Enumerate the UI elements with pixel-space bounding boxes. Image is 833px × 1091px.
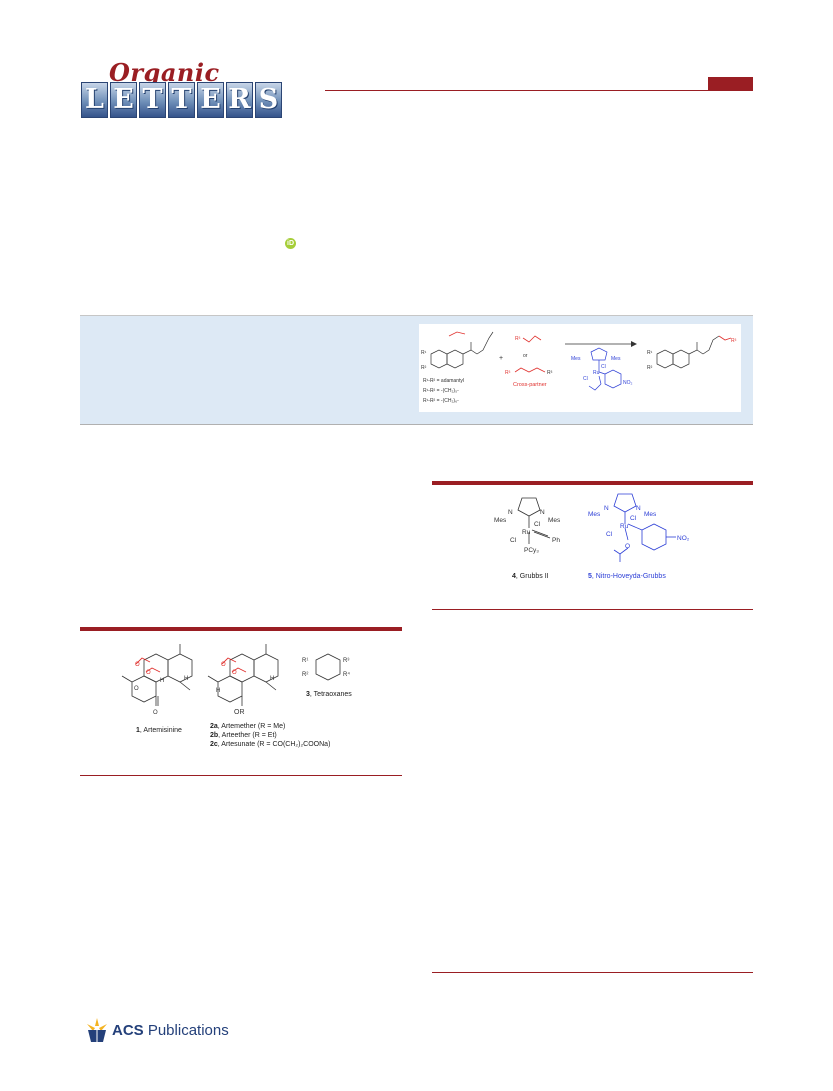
acs-publications-logo[interactable]: ACS Publications xyxy=(84,1016,229,1046)
figure2-rule-bottom xyxy=(432,609,753,610)
orcid-icon[interactable]: iD xyxy=(285,238,296,249)
toc-or-label: or xyxy=(523,353,528,359)
fig2-no2-label: NO₂ xyxy=(677,535,690,542)
figure2-structures: N N Mes Mes Cl Ru Cl Ph PCy₃ 4, Grubbs I… xyxy=(432,490,753,602)
toc-r3-label: R³ xyxy=(515,336,521,342)
abstract-rule-bottom xyxy=(80,424,753,425)
compound1-caption: 1, Artemisinine xyxy=(136,727,182,734)
logo-tile: E xyxy=(110,82,137,118)
journal-masthead: Organic L E T T E R S xyxy=(81,58,331,124)
fig1-oxygen-label: O xyxy=(134,686,139,692)
fig2-mes-label: Mes xyxy=(548,517,561,524)
fig2-n-label: N xyxy=(508,509,513,516)
toc-r2-label: R² xyxy=(421,365,427,371)
logo-tile: E xyxy=(197,82,224,118)
logo-tile: L xyxy=(81,82,108,118)
toc-cl-label: Cl xyxy=(601,364,606,370)
fig2-pcy3-label: PCy₃ xyxy=(524,547,539,554)
abstract-rule-top xyxy=(80,315,753,316)
toc-r3-label: R³ xyxy=(547,370,553,376)
toc-mes-label: Mes xyxy=(571,356,581,362)
acs-emblem-icon xyxy=(87,1018,107,1042)
figure1-structures: O O H H O O 1, Artemisinine O O H H OR 2… xyxy=(80,640,402,765)
toc-scheme: R¹ R² R¹-R² = adamantyl R¹-R² = -(CH₂)₅-… xyxy=(421,331,737,404)
toc-ru-label: Ru xyxy=(593,370,600,376)
fig1-h-label: H xyxy=(270,676,274,682)
toc-r3-label: R³ xyxy=(731,338,737,344)
fig2-cl-label: Cl xyxy=(630,515,637,522)
catalyst5-caption: 5, Nitro-Hoveyda-Grubbs xyxy=(588,573,666,580)
fig2-n-label: N xyxy=(604,505,609,512)
toc-plus-sign: + xyxy=(499,355,503,362)
toc-r2-label: R² xyxy=(647,365,653,371)
fig2-mes-label: Mes xyxy=(494,517,507,524)
fig1-oxygen-label: O xyxy=(153,710,158,716)
fig1-h-label: H xyxy=(216,688,220,694)
fig2-ph-label: Ph xyxy=(552,537,560,544)
fig2-ru-label: Ru xyxy=(620,523,629,530)
fig1-oxygen-label: O xyxy=(146,670,151,676)
toc-no2-label: NO₂ xyxy=(623,380,633,386)
fig1-or-group: OR xyxy=(234,709,245,716)
journal-logo-tiles: L E T T E R S xyxy=(81,82,282,118)
acs-logo-wordmark: ACS Publications xyxy=(112,1022,229,1039)
logo-tile: S xyxy=(255,82,282,118)
logo-tile: T xyxy=(168,82,195,118)
fig1-r4-label: R⁴ xyxy=(343,671,350,678)
figure2-svg: N N Mes Mes Cl Ru Cl Ph PCy₃ 4, Grubbs I… xyxy=(494,493,690,580)
fig1-h-label: H xyxy=(160,678,164,684)
compound3-caption: 3, Tetraoxanes xyxy=(306,691,352,698)
toc-mes-label: Mes xyxy=(611,356,621,362)
toc-cl-label: Cl xyxy=(583,376,588,382)
fig2-n-label: N xyxy=(540,509,545,516)
compound2b-caption: 2b, Arteether (R = Et) xyxy=(210,732,277,739)
fig2-cl-label: Cl xyxy=(534,521,541,528)
figure2-rule-top xyxy=(432,481,753,485)
figure1-svg: O O H H O O 1, Artemisinine O O H H OR 2… xyxy=(121,644,352,748)
fig2-cl-label: Cl xyxy=(606,531,613,538)
fig2-n-label: N xyxy=(636,505,641,512)
fig2-o-label: O xyxy=(625,543,630,550)
fig1-oxygen-label: O xyxy=(232,670,237,676)
toc-cross-partner-label: Cross-partner xyxy=(513,382,547,388)
fig1-r2-label: R² xyxy=(302,672,308,678)
fig1-r1-label: R¹ xyxy=(302,658,308,664)
fig1-oxygen-label: O xyxy=(221,662,226,668)
fig2-ru-label: Ru xyxy=(522,529,531,536)
article-type-badge xyxy=(708,77,753,91)
figure1-rule-bottom xyxy=(80,775,402,776)
column-end-rule xyxy=(432,972,753,973)
catalyst4-caption: 4, Grubbs II xyxy=(512,573,549,580)
toc-graphic: R¹ R² R¹-R² = adamantyl R¹-R² = -(CH₂)₅-… xyxy=(419,324,741,412)
toc-substituent-line: R¹-R² = adamantyl xyxy=(423,378,464,384)
toc-substituent-line: R¹-R² = -(CH₂)₅- xyxy=(423,388,459,394)
figure1-rule-top xyxy=(80,627,402,631)
fig2-mes-label: Mes xyxy=(588,511,601,518)
toc-r1-label: R¹ xyxy=(421,350,427,356)
toc-r1-label: R¹ xyxy=(647,350,653,356)
fig1-r3-label: R³ xyxy=(343,658,349,664)
logo-tile: R xyxy=(226,82,253,118)
fig1-oxygen-label: O xyxy=(135,662,140,668)
compound2a-caption: 2a, Artemether (R = Me) xyxy=(210,723,285,730)
masthead-rule xyxy=(325,90,753,91)
fig2-mes-label: Mes xyxy=(644,511,657,518)
toc-r3-label: R³ xyxy=(505,370,511,376)
fig1-h-label: H xyxy=(184,676,188,682)
fig2-cl-label: Cl xyxy=(510,537,517,544)
compound2c-caption: 2c, Artesunate (R = CO(CH₂)₂COONa) xyxy=(210,741,330,748)
toc-substituent-line: R¹-R² = -(CH₂)₆- xyxy=(423,398,459,404)
logo-tile: T xyxy=(139,82,166,118)
